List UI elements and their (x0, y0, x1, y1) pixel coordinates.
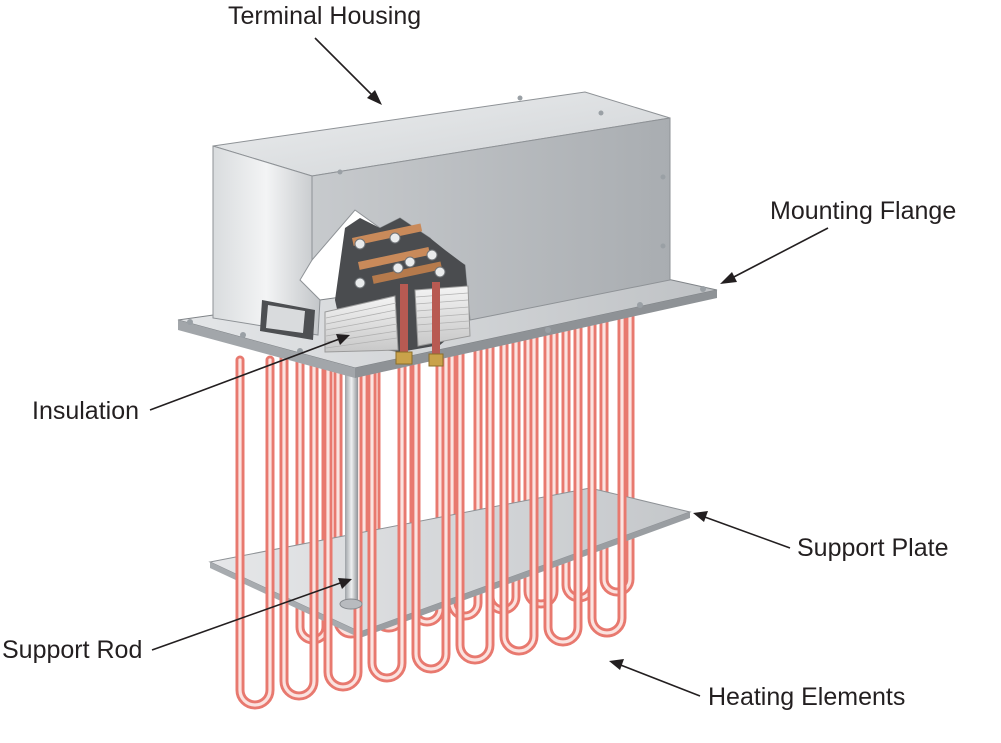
heating-element (235, 355, 275, 710)
heating-element-highlight (602, 311, 632, 594)
heating-element (279, 348, 319, 701)
heating-element-highlight (370, 337, 404, 680)
leader-support-plate (693, 511, 791, 549)
leader-heating-elements (609, 659, 701, 697)
heating-element (447, 324, 483, 621)
terminal-nuts (354, 232, 446, 289)
heating-element (455, 320, 495, 665)
heating-element (411, 327, 451, 674)
heating-element-highlight (458, 323, 492, 662)
leader-support-rod (151, 578, 352, 651)
heating-element-highlight (414, 330, 448, 671)
label-mounting-flange: Mounting Flange (770, 197, 956, 225)
heating-element (599, 308, 635, 597)
heating-element-highlight (282, 351, 316, 698)
element-leads (395, 282, 444, 367)
heating-element (323, 341, 363, 692)
heating-element-highlight (450, 327, 480, 618)
heating-element-highlight (526, 319, 556, 606)
leader-mounting-flange (720, 227, 829, 284)
support-rod (339, 360, 363, 610)
heating-element-highlight (238, 358, 272, 707)
heating-element-tube (235, 355, 275, 710)
heating-element (543, 306, 583, 647)
label-insulation: Insulation (32, 397, 139, 425)
leader-insulation (149, 334, 350, 411)
heating-element-highlight (326, 344, 360, 689)
heating-element (587, 299, 627, 638)
heating-element (367, 334, 407, 683)
heating-element-highlight (546, 309, 580, 644)
heating-elements-front (235, 299, 627, 710)
label-terminal-housing: Terminal Housing (228, 2, 421, 30)
label-support-rod: Support Rod (2, 636, 142, 664)
heating-element (523, 316, 559, 609)
copper-busbar (352, 223, 443, 284)
heating-element (499, 313, 539, 656)
leader-terminal-housing (314, 37, 382, 105)
heating-element-highlight (502, 316, 536, 653)
heating-element-highlight (590, 302, 624, 635)
label-support-plate: Support Plate (797, 534, 949, 562)
terminal-housing (212, 91, 671, 340)
label-heating-elements: Heating Elements (708, 683, 905, 711)
leader-lines (149, 37, 829, 697)
